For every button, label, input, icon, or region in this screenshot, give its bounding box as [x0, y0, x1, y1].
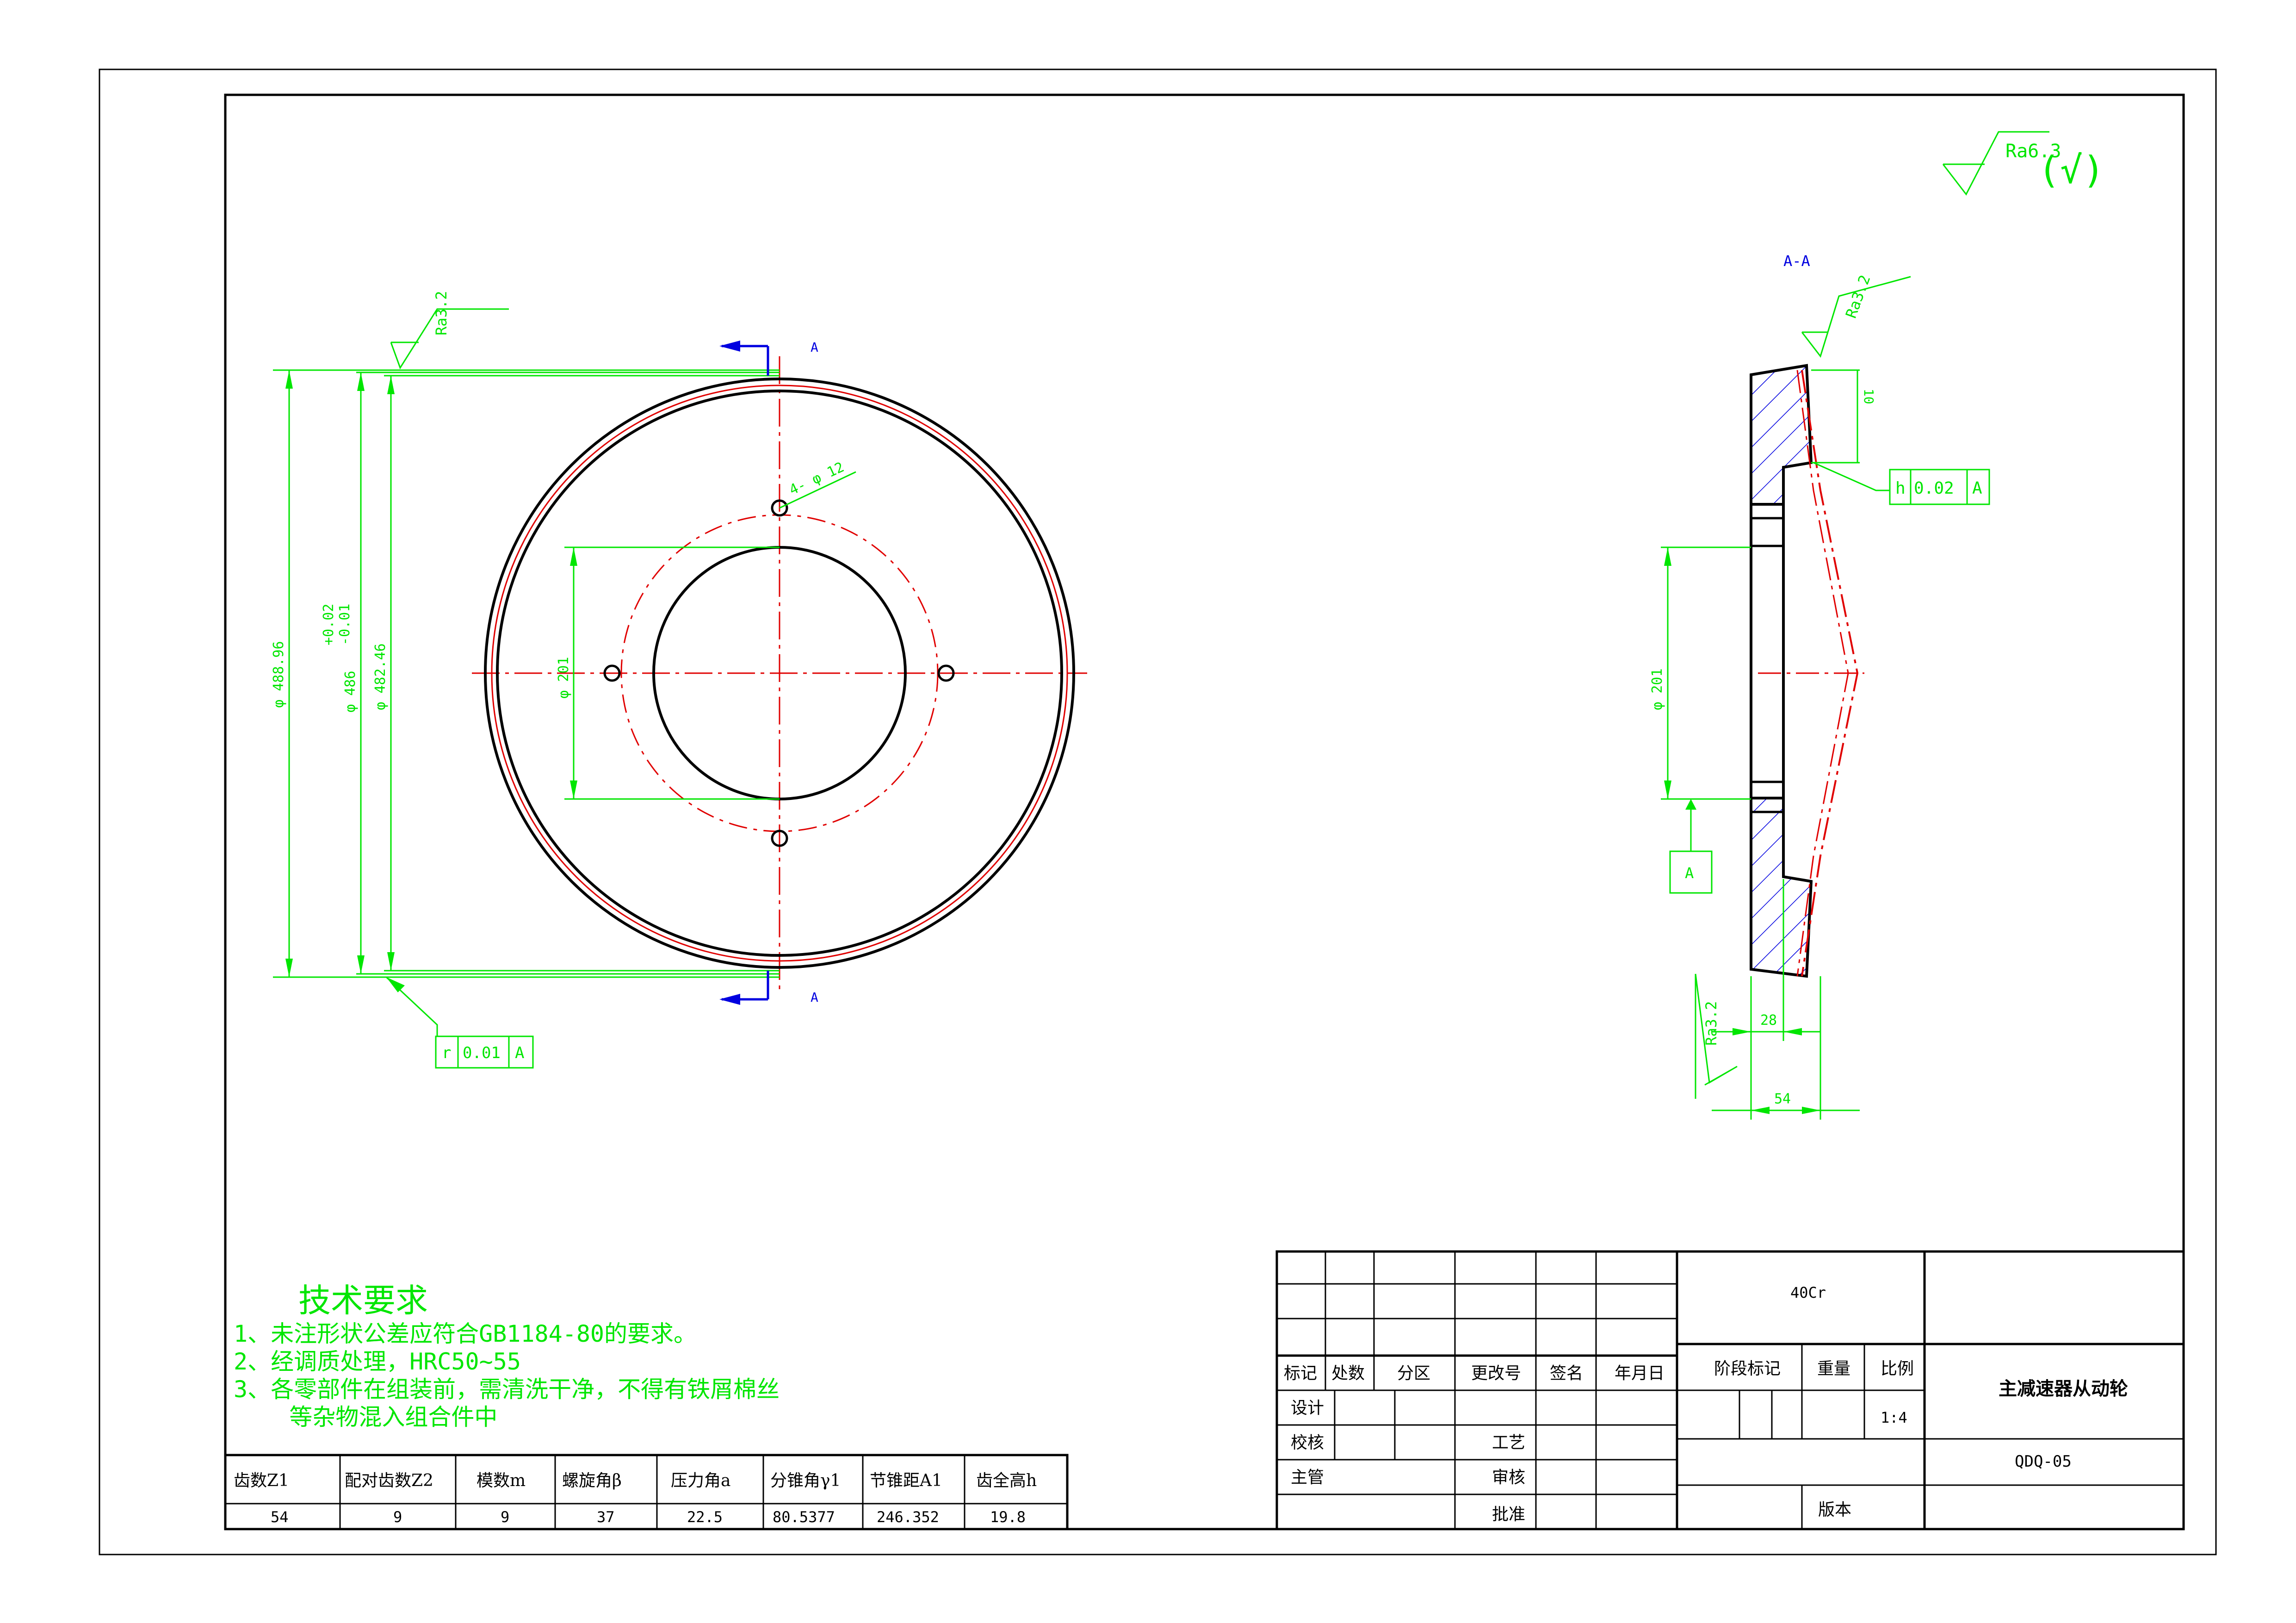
gear-table: 齿数Z1 配对齿数Z2 模数m 螺旋角β 压力角a 分锥角γ1 节锥距A1 齿全…	[224, 1454, 1069, 1530]
datum-label: A	[1685, 864, 1694, 882]
top-roughness-note: (√)	[2038, 149, 2105, 192]
gear-h4: 压力角a	[671, 1471, 730, 1490]
dim-outer-3: φ 482.46	[372, 644, 389, 711]
tb-weight: 重量	[1817, 1359, 1850, 1378]
gear-v0: 54	[271, 1508, 289, 1526]
tb-stage: 阶段标记	[1714, 1359, 1781, 1378]
tb-material: 40Cr	[1790, 1284, 1826, 1301]
dim-tol-lower: -0.01	[337, 604, 353, 645]
section-mark-bottom: A	[811, 990, 818, 1005]
top-roughness-value: Ra6.3	[2005, 141, 2061, 162]
gear-h0: 齿数Z1	[234, 1471, 289, 1490]
top-roughness-symbol: Ra6.3 (√)	[1942, 131, 2105, 196]
gear-v4: 22.5	[687, 1508, 723, 1526]
tb-approve: 批准	[1492, 1505, 1525, 1524]
outer-circle-3	[496, 390, 1063, 957]
tol-datum: A	[1972, 479, 1982, 498]
section-tol-frame: h 0.02 A	[1889, 469, 1990, 505]
gear-v6: 246.352	[877, 1508, 939, 1526]
outer-circle-1	[484, 378, 1075, 969]
title-block: 标记 处数 分区 更改号 签名 年月日 设计 校核 主管 工艺 审核 批准 40…	[1275, 1250, 2185, 1530]
tb-label-4: 签名	[1550, 1364, 1583, 1383]
section-dim-bore: φ 201	[1649, 669, 1665, 710]
hub-body	[1750, 503, 1785, 799]
tb-label-3: 更改号	[1471, 1364, 1521, 1383]
runout-sym: r	[442, 1044, 451, 1062]
tol-val: 0.02	[1914, 479, 1954, 498]
section-lower	[1750, 797, 1813, 978]
tol-sym: h	[1895, 479, 1906, 498]
outer-border	[99, 68, 2217, 1555]
runout-frame: r 0.01 A	[435, 1035, 534, 1069]
tb-label-1: 处数	[1331, 1364, 1365, 1383]
tb-part-name: 主减速器从动轮	[1999, 1378, 2128, 1400]
runout-val: 0.01	[463, 1044, 501, 1062]
gear-v3: 37	[597, 1508, 615, 1526]
bolt-hole-top	[771, 499, 788, 517]
gear-h6: 节锥距A1	[870, 1471, 942, 1490]
tb-process: 工艺	[1492, 1433, 1525, 1452]
gear-v2: 9	[501, 1508, 509, 1526]
tb-label-0: 标记	[1284, 1364, 1317, 1383]
tech-line-4: 等杂物混入组合件中	[234, 1404, 497, 1431]
gear-v1: 9	[393, 1508, 402, 1526]
tb-scale-label: 比例	[1881, 1359, 1914, 1378]
runout-datum: A	[515, 1044, 524, 1062]
inner-border	[224, 93, 2185, 1530]
bolt-hole-left	[603, 664, 621, 682]
bolt-hole-right	[937, 664, 955, 682]
section-dim-small: 10	[1861, 389, 1876, 404]
dim-bolt-circle: φ 201	[556, 657, 572, 699]
outer-circle-2	[491, 384, 1068, 962]
tb-drawing-no: QDQ-05	[2015, 1452, 2072, 1471]
datum-box	[1669, 850, 1713, 894]
dim-outer-2: φ 486	[342, 671, 359, 712]
section-roughness-bottom: Ra3.2	[1702, 1001, 1720, 1046]
tech-line-3: 3、各零部件在组装前，需清洗干净，不得有铁屑棉丝	[234, 1376, 780, 1403]
gear-h7: 齿全高h	[976, 1471, 1037, 1490]
dim-outer-1: φ 488.96	[271, 641, 287, 708]
gear-v7: 19.8	[990, 1508, 1026, 1526]
tb-scale-value: 1:4	[1881, 1409, 1907, 1426]
section-roughness-top: Ra3.2	[1842, 273, 1874, 321]
tech-title: 技术要求	[298, 1282, 428, 1319]
section-mark-top: A	[811, 340, 818, 355]
tb-label-2: 分区	[1397, 1364, 1430, 1383]
tb-designer: 设计	[1291, 1399, 1324, 1418]
section-dim-28: 28	[1760, 1012, 1777, 1028]
front-roughness: Ra3.2	[433, 291, 450, 335]
section-view: A-A φ 201 A	[1649, 252, 1990, 1120]
tb-label-5: 年月日	[1615, 1364, 1665, 1383]
section-upper	[1750, 364, 1813, 506]
dim-tol-upper: +0.02	[321, 604, 337, 645]
tb-supervisor: 主管	[1291, 1468, 1324, 1487]
section-dim-54: 54	[1774, 1091, 1791, 1107]
section-title: A-A	[1783, 252, 1810, 270]
gear-h3: 螺旋角β	[562, 1471, 622, 1490]
tech-line-1: 1、未注形状公差应符合GB1184-80的要求。	[234, 1320, 697, 1347]
dim-hole: 4- φ 12	[787, 459, 847, 498]
tb-review: 审核	[1492, 1468, 1525, 1487]
tb-version: 版本	[1818, 1500, 1851, 1519]
gear-h1: 配对齿数Z2	[345, 1471, 433, 1490]
front-view: φ 488.96 φ 486 +0.02 -0.01 φ 482.46 φ 20…	[271, 291, 1087, 1069]
gear-h2: 模数m	[477, 1471, 526, 1490]
bolt-hole-bottom	[771, 830, 788, 847]
gear-v5: 80.5377	[773, 1508, 835, 1526]
tech-requirements: 技术要求 1、未注形状公差应符合GB1184-80的要求。 2、经调质处理，HR…	[234, 1282, 780, 1431]
gear-h5: 分锥角γ1	[770, 1471, 841, 1490]
tech-line-2: 2、经调质处理，HRC50~55	[234, 1348, 521, 1375]
tb-checker: 校核	[1291, 1433, 1324, 1452]
